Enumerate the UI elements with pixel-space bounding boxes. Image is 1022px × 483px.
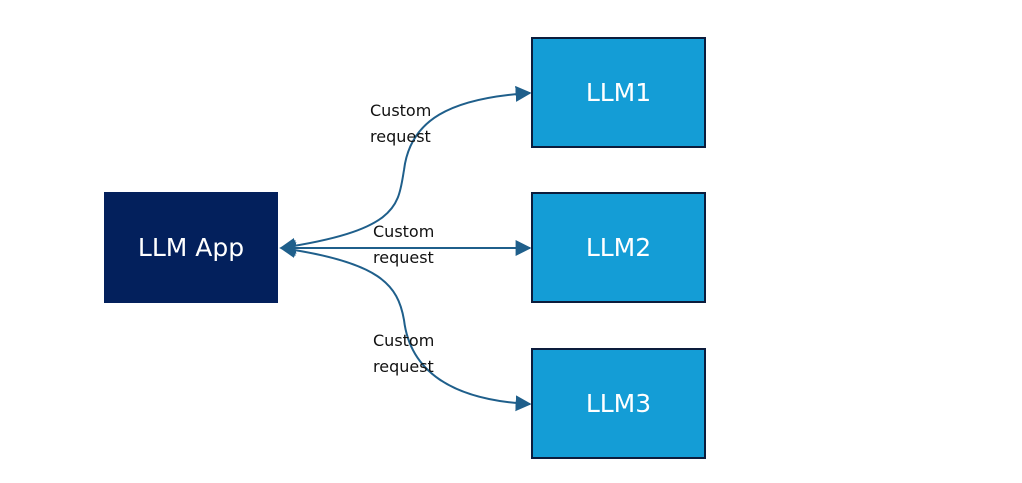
llm3-label: LLM3: [585, 389, 652, 418]
llm1-label: LLM1: [585, 78, 652, 107]
llm2-label: LLM2: [585, 233, 652, 262]
llm-app-label: LLM App: [137, 233, 245, 262]
edge-label-llm1: Custom request: [370, 101, 432, 146]
edge-label-llm2: Custom request: [373, 222, 435, 267]
llm2-node: LLM2: [531, 192, 706, 303]
arrow-to-llm3: [279, 242, 532, 412]
llm3-node: LLM3: [531, 348, 706, 459]
llm1-node: LLM1: [531, 37, 706, 148]
edge-label-llm3: Custom request: [373, 331, 435, 376]
arrow-to-llm1: [279, 85, 532, 254]
llm-app-node: LLM App: [104, 192, 278, 303]
